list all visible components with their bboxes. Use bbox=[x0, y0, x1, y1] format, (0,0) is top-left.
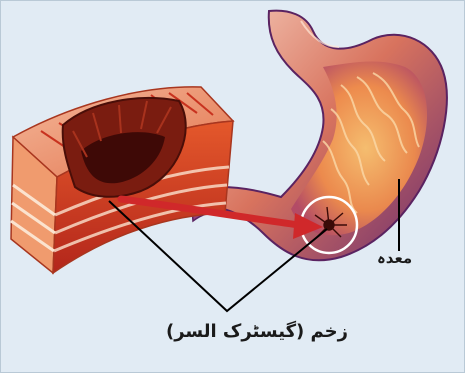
tissue-cross-section bbox=[11, 87, 233, 273]
ulcer-label: زخم (گیسٹرک السر) bbox=[166, 321, 348, 342]
stomach-label: معدہ bbox=[377, 249, 412, 267]
